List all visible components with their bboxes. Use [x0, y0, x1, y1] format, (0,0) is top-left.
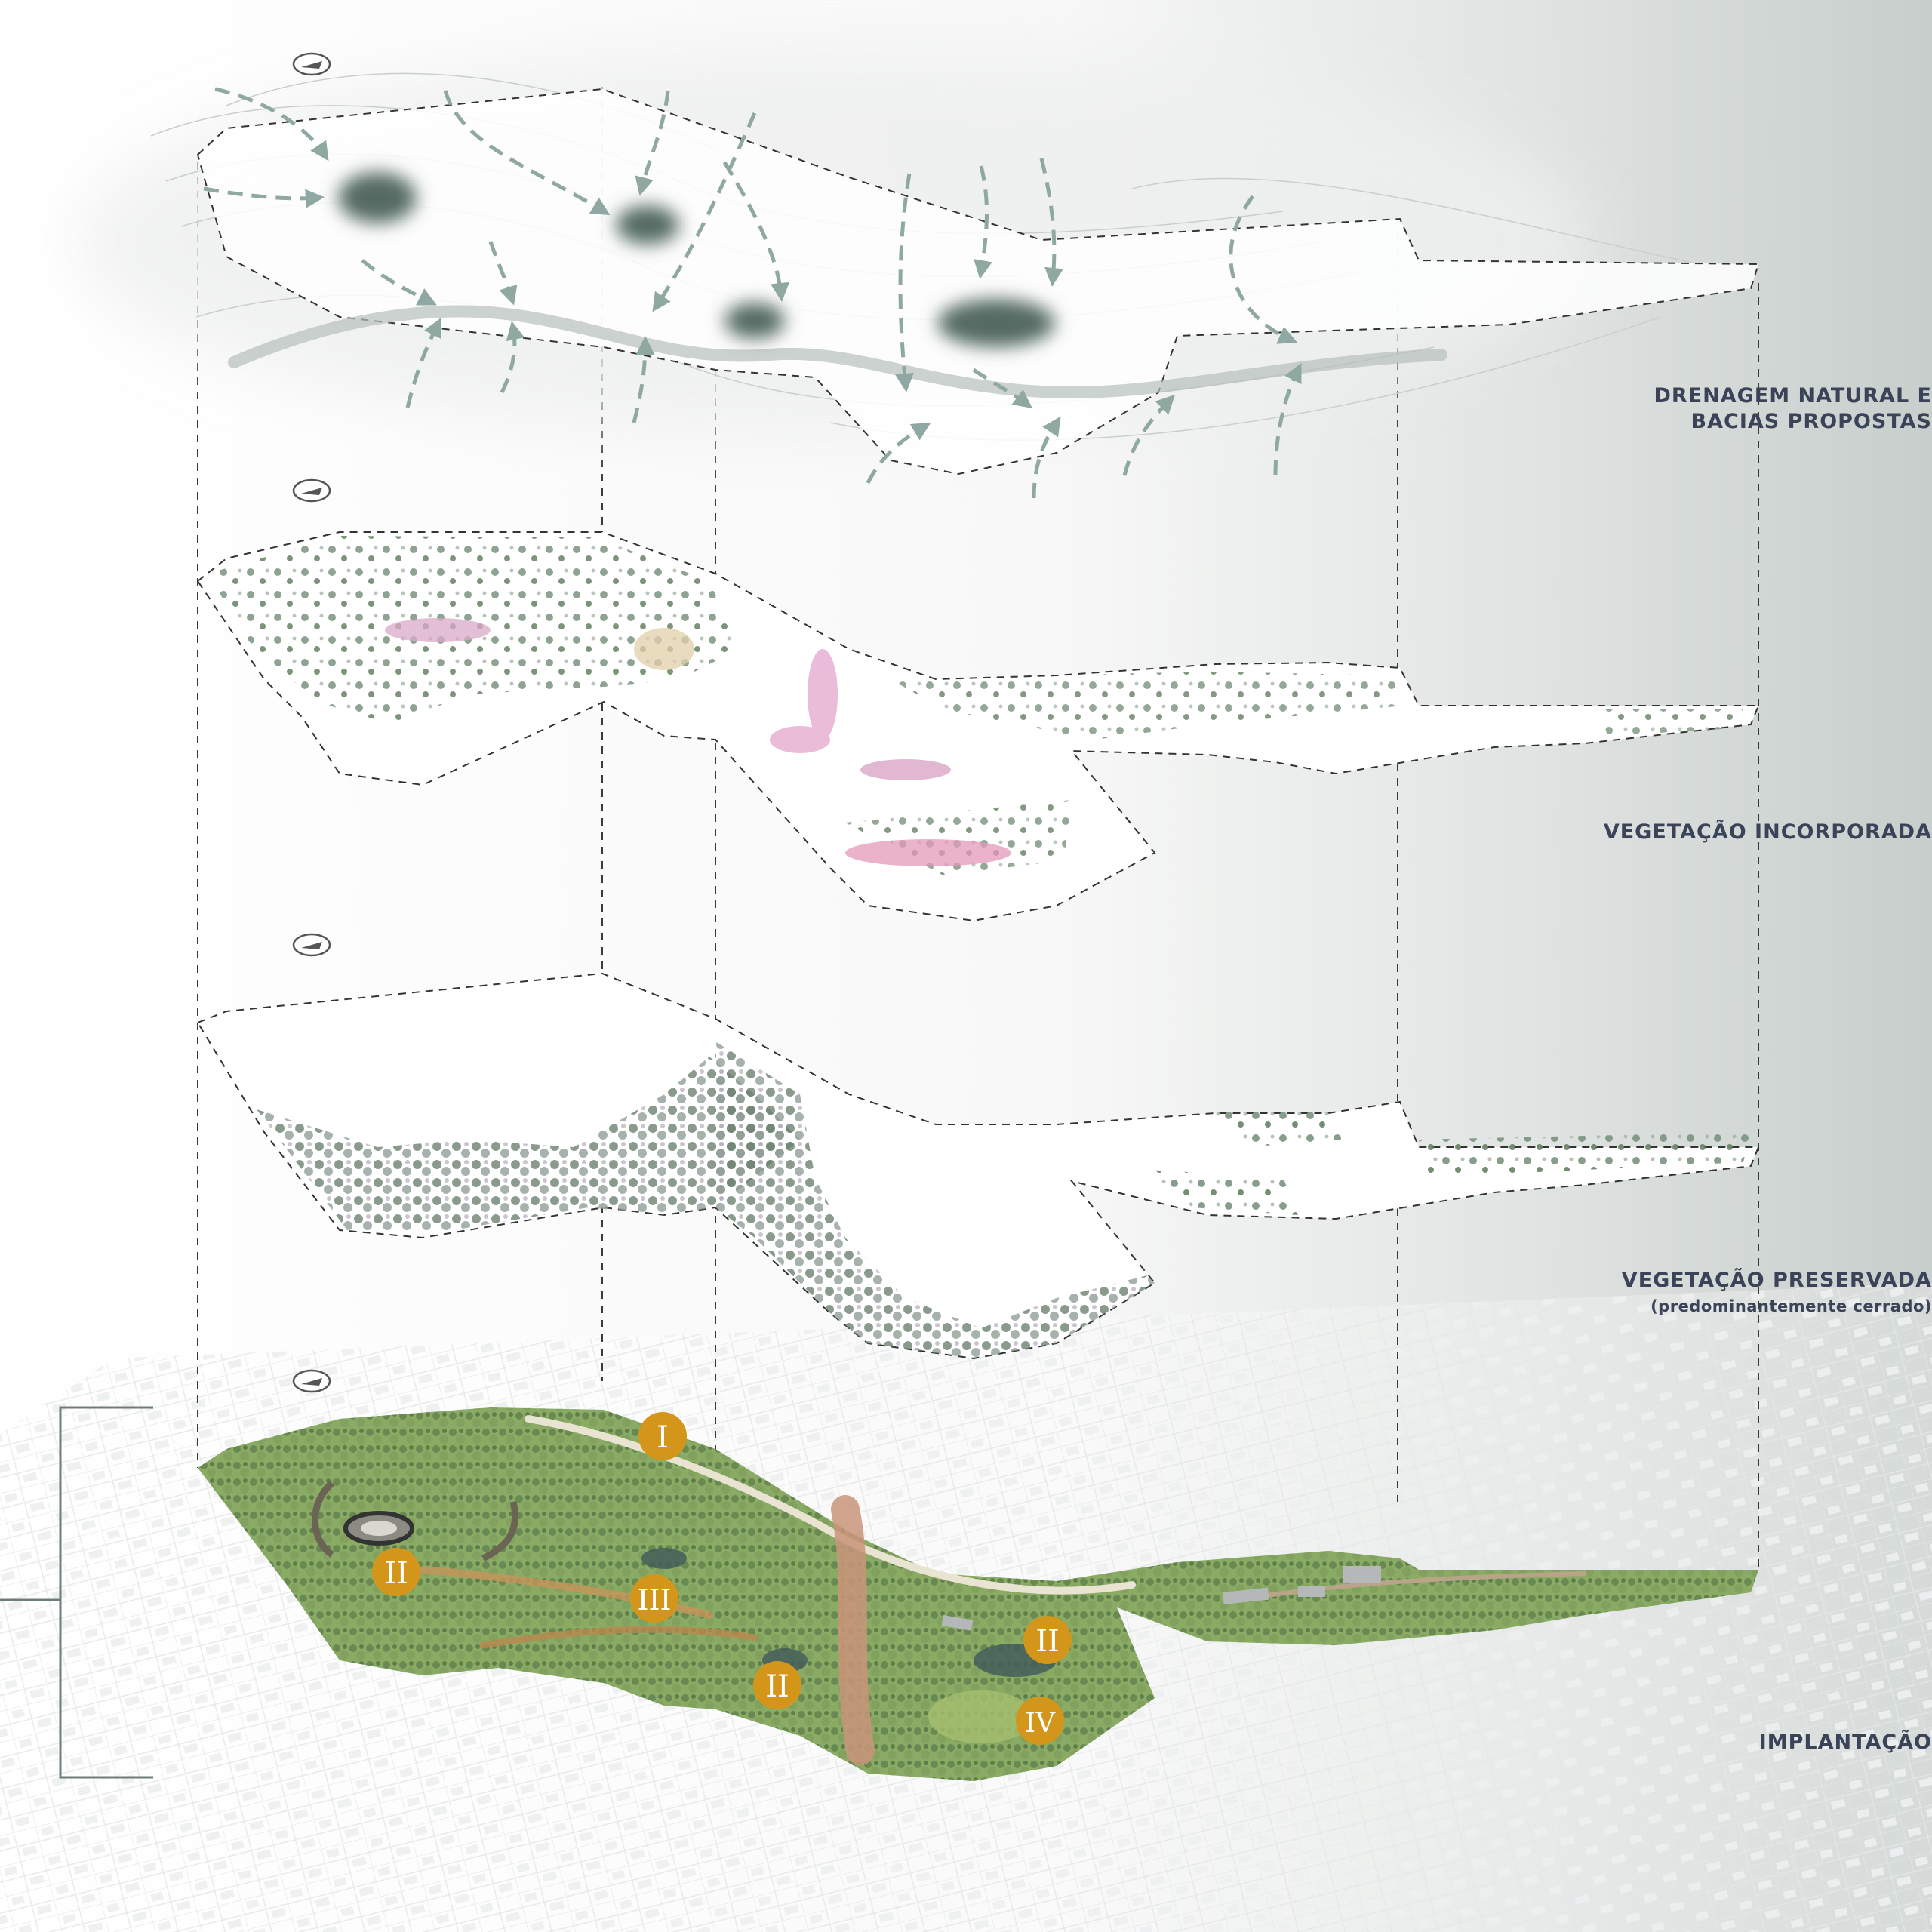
label-vegetation-incorporated: VEGETAÇÃO INCORPORADA — [214, 820, 1932, 845]
flowering-trees — [385, 618, 1011, 866]
label-vegetation-preserved: VEGETAÇÃO PRESERVADA (predominantemente … — [217, 1268, 1932, 1319]
north-arrow-icon — [292, 933, 331, 957]
svg-text:II: II — [384, 1556, 408, 1591]
buildings — [941, 1566, 1381, 1631]
zone-marker-1: I — [638, 1412, 687, 1460]
svg-text:IV: IV — [1025, 1708, 1056, 1739]
label-drainage-line2: BACIAS PROPOSTAS — [1690, 410, 1932, 433]
drainage-arrows — [203, 87, 1302, 499]
svg-text:II: II — [765, 1669, 789, 1704]
label-implantation: IMPLANTAÇÃO — [213, 1730, 1932, 1755]
drainage-channel — [228, 305, 1447, 399]
zone-marker-3: III — [630, 1574, 678, 1623]
svg-text:II: II — [1035, 1624, 1060, 1659]
label-vegetation-preserved-title: VEGETAÇÃO PRESERVADA — [1621, 1269, 1932, 1292]
layer-vegetation-incorporated — [196, 478, 1760, 922]
zone-markers: I II III II II IV — [372, 1412, 1072, 1745]
zone-marker-6: IV — [1016, 1697, 1064, 1745]
north-arrow-icon — [292, 52, 331, 76]
north-arrow-icon — [292, 478, 331, 503]
layer-vegetation-preserved — [196, 933, 1760, 1360]
orchard — [928, 1690, 1034, 1743]
label-vegetation-incorporated-title: VEGETAÇÃO INCORPORADA — [1603, 820, 1932, 844]
site-outline-drainage — [196, 88, 1760, 475]
proposed-basins — [338, 172, 1055, 347]
layer-drainage — [75, 45, 1760, 499]
svg-text:I: I — [657, 1420, 669, 1455]
zone-marker-4: II — [753, 1661, 801, 1709]
label-drainage: DRENAGEM NATURAL E BACIAS PROPOSTAS — [216, 383, 1932, 435]
north-arrow-icon — [292, 1369, 331, 1393]
amphitheater — [312, 1480, 519, 1562]
site-outline-preserved — [196, 972, 1760, 1360]
zone-marker-2: II — [372, 1548, 420, 1596]
left-bracket — [0, 1406, 153, 1779]
label-drainage-line1: DRENAGEM NATURAL E — [1654, 384, 1932, 408]
svg-text:III: III — [637, 1583, 671, 1617]
label-vegetation-preserved-subtitle: (predominantemente cerrado) — [1651, 1297, 1932, 1315]
label-implantation-title: IMPLANTAÇÃO — [1758, 1730, 1932, 1754]
tree-clusters-preserved — [257, 1041, 1751, 1358]
zone-marker-5: II — [1023, 1616, 1072, 1664]
